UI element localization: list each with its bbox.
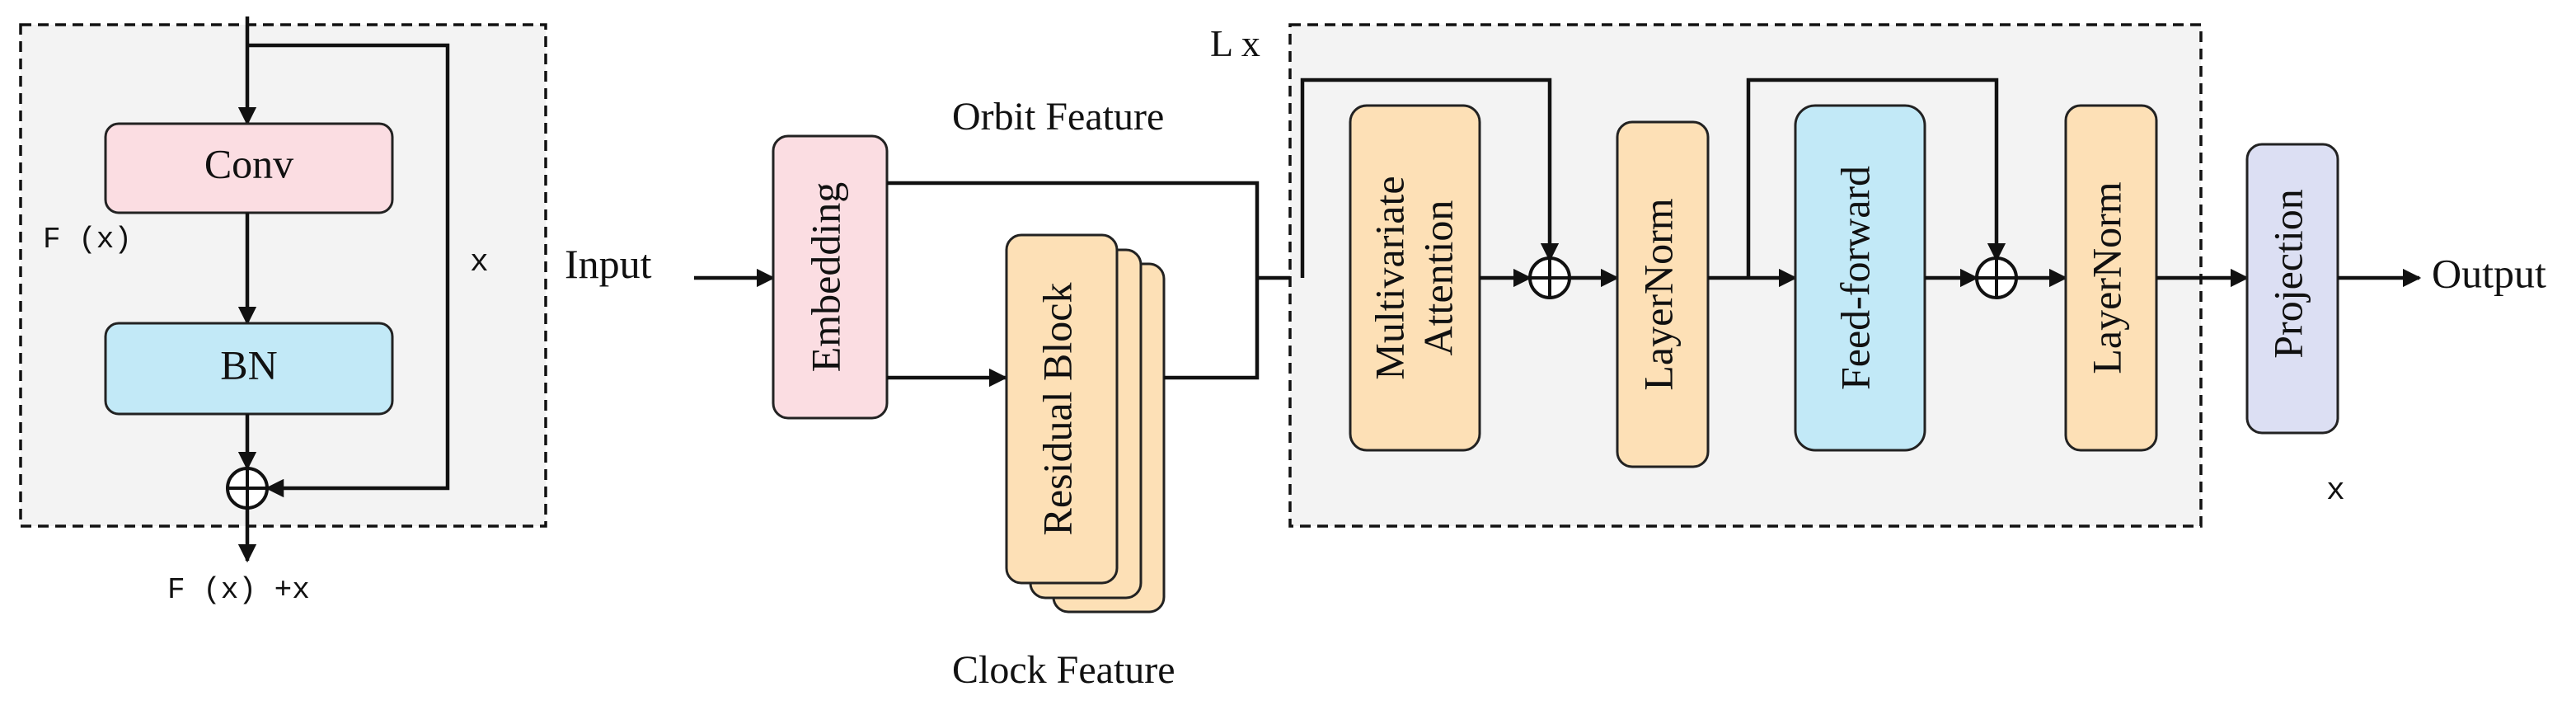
feedforward-skip-connection xyxy=(1746,78,2006,278)
layernorm1-box xyxy=(1616,120,1710,468)
multivariate-attention-label-line2: Attention xyxy=(1415,200,1461,356)
residual-block-stack: Residual Block xyxy=(1005,233,1166,614)
attention-add-icon xyxy=(1528,256,1571,299)
layernorm2-label: LayerNorm xyxy=(2083,181,2129,374)
inset-add-icon xyxy=(226,467,269,510)
orbit-feature-path xyxy=(887,181,1260,278)
input-label: Input xyxy=(565,241,652,287)
inset-fx-label: F (x) xyxy=(43,223,132,256)
inset-output-label: F (x) +x xyxy=(167,573,310,607)
projection-x-label: x xyxy=(2326,473,2345,509)
multivariate-attention-label-line1: Multivariate xyxy=(1366,176,1412,379)
output-label: Output xyxy=(2432,250,2546,296)
inset-skip-connection xyxy=(247,43,450,498)
inset-x-label: x xyxy=(470,245,489,280)
residual-inset-dashed-border xyxy=(19,23,547,528)
projection-box xyxy=(2245,143,2339,435)
conv-label: Conv xyxy=(204,140,293,186)
residual-block-label: Residual Block xyxy=(1034,283,1080,536)
residual-block-front xyxy=(1005,233,1119,585)
repeat-label: L x xyxy=(1210,22,1260,64)
projection-label: Projection xyxy=(2264,189,2311,359)
orbit-feature-label: Orbit Feature xyxy=(952,95,1164,139)
attention-skip-connection xyxy=(1300,78,1560,278)
clock-feature-label: Clock Feature xyxy=(952,648,1175,692)
feedforward-label: Feed-forward xyxy=(1832,166,1878,390)
feedforward-add-icon xyxy=(1975,256,2018,299)
bn-label: BN xyxy=(220,341,277,388)
clock-feature-path xyxy=(1164,278,1260,380)
embedding-label: Embedding xyxy=(802,182,848,373)
main-pipeline: Input Embedding Orbit Feature Residual B… xyxy=(565,22,2546,692)
embedding-box xyxy=(772,134,889,420)
residual-inset-panel: Conv BN F (x) x F (x) +x xyxy=(19,16,547,607)
layernorm1-label: LayerNorm xyxy=(1635,198,1681,390)
